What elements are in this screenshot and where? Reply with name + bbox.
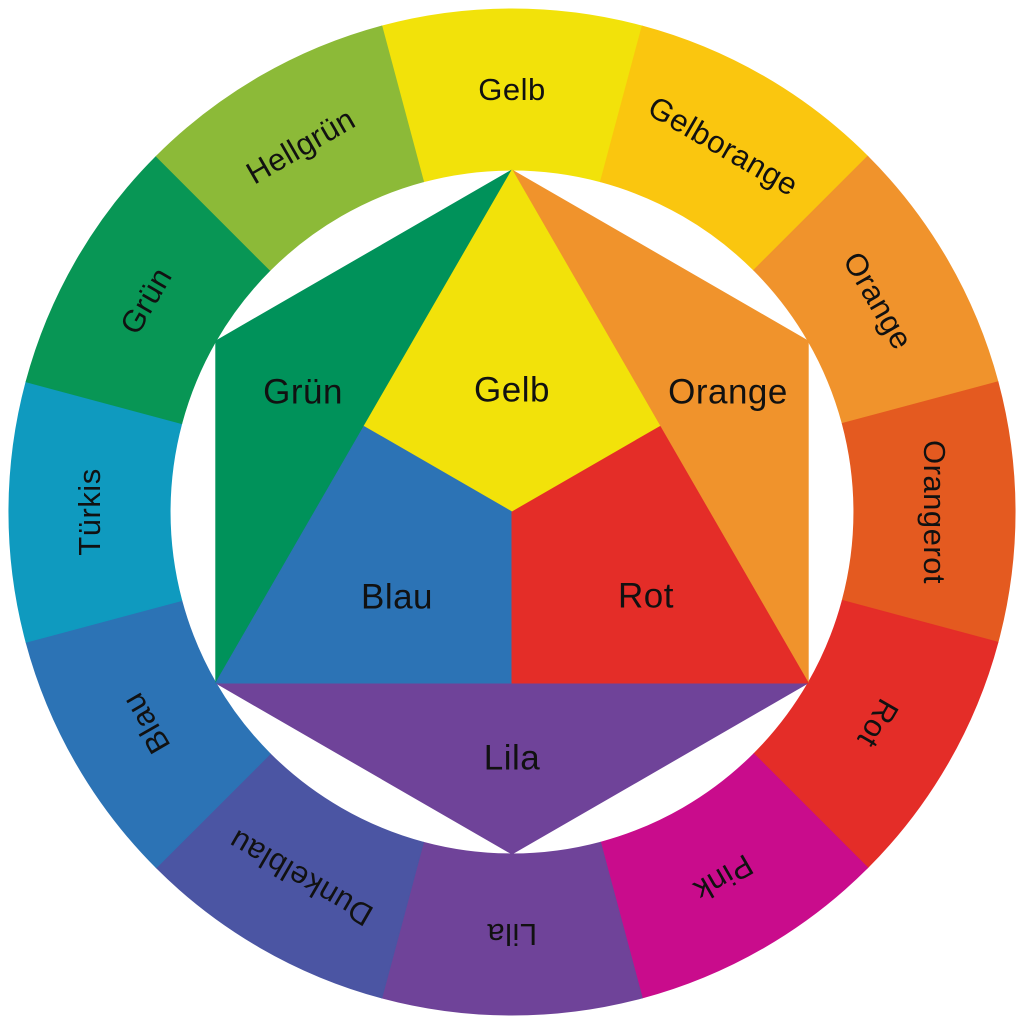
ring-label-tuerkis: Türkis bbox=[72, 468, 107, 555]
ring-label-orangerot: Orangerot bbox=[917, 440, 952, 584]
ring-segment-hellgruen bbox=[155, 25, 424, 271]
inner-label-lila: Lila bbox=[484, 738, 541, 777]
ring-label-gelb: Gelb bbox=[478, 72, 545, 107]
inner-label-gelb: Gelb bbox=[474, 370, 550, 409]
inner-shape-rot bbox=[511, 426, 809, 684]
inner-label-gruen: Grün bbox=[263, 372, 343, 411]
inner-label-orange: Orange bbox=[668, 372, 788, 411]
inner-label-rot: Rot bbox=[618, 576, 674, 615]
inner-label-blau: Blau bbox=[361, 577, 433, 616]
ring-label-lila: Lila bbox=[487, 917, 538, 952]
